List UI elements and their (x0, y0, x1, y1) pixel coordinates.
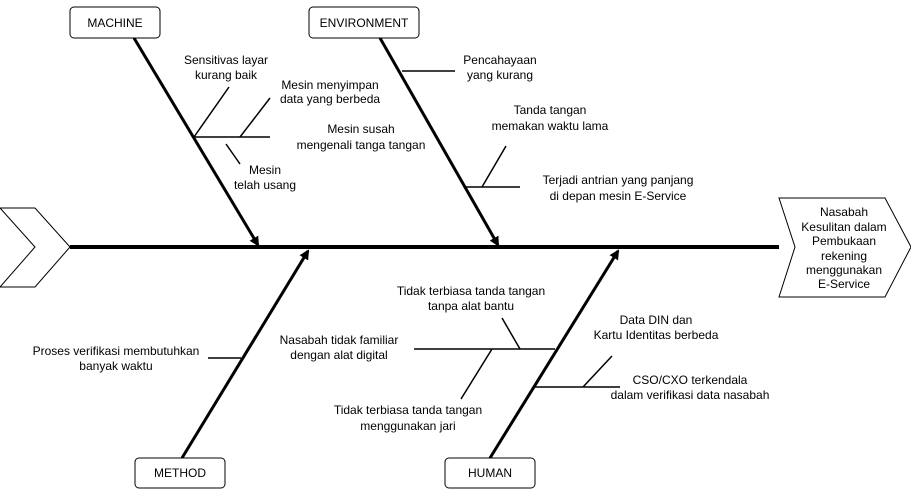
svg-text:Pembukaan: Pembukaan (812, 234, 876, 248)
human-cause-3: Tidak terbiasa tanda tangan menggunakan … (334, 403, 482, 433)
human-cause-1-line (501, 317, 521, 350)
machine-cause-4-line (225, 143, 241, 165)
human-cause-4: Data DIN dan Kartu Identitas berbeda (594, 313, 719, 342)
method-box (134, 457, 226, 489)
svg-text:telah usang: telah usang (234, 178, 296, 192)
machine-cause-1-line (193, 86, 230, 138)
machine-cause-4: Mesin telah usang (234, 163, 296, 192)
svg-text:E-Service: E-Service (818, 277, 870, 291)
environment-cause-1: Pencahayaan yang kurang (463, 53, 536, 82)
svg-text:Mesin: Mesin (249, 163, 281, 177)
environment-box (308, 6, 420, 39)
machine-bone (132, 37, 260, 247)
svg-text:menggunakan jari: menggunakan jari (360, 419, 455, 433)
svg-text:dalam verifikasi data nasabah: dalam verifikasi data nasabah (611, 388, 770, 402)
machine-label: MACHINE (87, 16, 142, 30)
svg-text:yang kurang: yang kurang (467, 68, 533, 82)
human-box (444, 457, 536, 489)
svg-text:Tanda tangan: Tanda tangan (514, 103, 587, 117)
svg-text:mengenali tanga tangan: mengenali tanga tangan (297, 138, 426, 152)
environment-label: ENVIRONMENT (320, 16, 409, 30)
machine-box (69, 6, 161, 39)
svg-text:banyak waktu: banyak waktu (79, 359, 152, 373)
human-cause-1: Tidak terbiasa tanda tangan tanpa alat b… (397, 284, 545, 313)
environment-cause-3: Terjadi antrian yang panjang di depan me… (543, 173, 694, 203)
svg-text:Data DIN dan: Data DIN dan (620, 313, 693, 327)
environment-bone (378, 37, 500, 247)
svg-text:memakan waktu lama: memakan waktu lama (492, 119, 609, 133)
svg-text:dengan alat digital: dengan alat digital (290, 348, 387, 362)
svg-text:tanpa alat bantu: tanpa alat bantu (428, 299, 514, 313)
svg-text:Nasabah tidak familiar: Nasabah tidak familiar (280, 333, 399, 347)
svg-text:rekening: rekening (821, 249, 867, 263)
svg-text:Terjadi antrian yang panjang: Terjadi antrian yang panjang (543, 173, 694, 187)
human-label: HUMAN (468, 466, 512, 480)
machine-cause-1: Sensitivas layar kurang baik (184, 53, 268, 82)
svg-text:di depan mesin E-Service: di depan mesin E-Service (550, 189, 687, 203)
head-shape (778, 197, 911, 298)
machine-cause-2-line (239, 97, 271, 138)
environment-cause-2-line (481, 145, 507, 188)
head-text: Nasabah Kesulitan dalam Pembukaan rekeni… (801, 205, 886, 291)
human-cause-5: CSO/CXO terkendala dalam verifikasi data… (611, 373, 770, 402)
svg-text:Kesulitan dalam: Kesulitan dalam (801, 220, 886, 234)
human-cause-3-line (460, 348, 493, 400)
svg-text:Mesin susah: Mesin susah (327, 122, 394, 136)
svg-text:Mesin menyimpan: Mesin menyimpan (281, 78, 378, 92)
human-bone (488, 249, 620, 459)
method-label: METHOD (154, 466, 206, 480)
machine-cause-2: Mesin menyimpan data yang berbeda (280, 78, 380, 106)
machine-cause-3: Mesin susah mengenali tanga tangan (297, 122, 426, 152)
svg-text:menggunakan: menggunakan (806, 263, 882, 277)
svg-text:Tidak terbiasa tanda tangan: Tidak terbiasa tanda tangan (334, 403, 482, 417)
tail-chevron (0, 207, 71, 288)
method-cause-1: Proses verifikasi membutuhkan banyak wak… (33, 344, 200, 373)
svg-text:Sensitivas layar: Sensitivas layar (184, 53, 268, 67)
svg-text:Kartu Identitas berbeda: Kartu Identitas berbeda (594, 328, 719, 342)
environment-cause-2: Tanda tangan memakan waktu lama (492, 103, 609, 133)
svg-text:data yang berbeda: data yang berbeda (280, 92, 380, 106)
svg-text:kurang baik: kurang baik (195, 68, 258, 82)
human-cause-2: Nasabah tidak familiar dengan alat digit… (280, 333, 399, 362)
svg-text:Pencahayaan: Pencahayaan (463, 53, 536, 67)
svg-text:Tidak terbiasa tanda tangan: Tidak terbiasa tanda tangan (397, 284, 545, 298)
svg-text:Nasabah: Nasabah (820, 205, 868, 219)
human-cause-4-line (582, 355, 613, 388)
svg-text:Proses verifikasi membutuhkan: Proses verifikasi membutuhkan (33, 344, 200, 358)
method-bone (180, 249, 310, 459)
svg-text:CSO/CXO terkendala: CSO/CXO terkendala (633, 373, 748, 387)
